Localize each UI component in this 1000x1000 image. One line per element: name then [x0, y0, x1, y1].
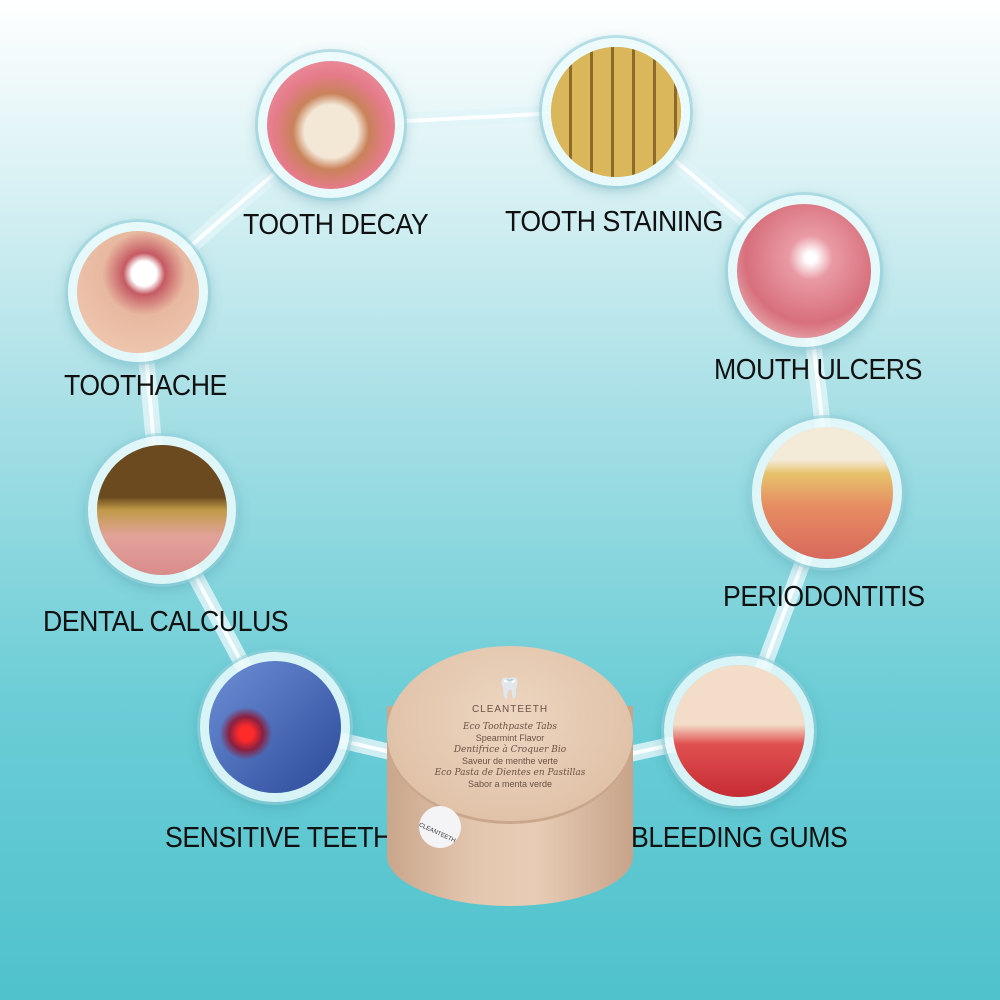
label-periodontitis: PERIODONTITIS [723, 581, 925, 613]
periodontitis-image [752, 418, 902, 568]
tooth-logo-icon: 🦷 [497, 678, 522, 700]
dental-calculus-image [88, 436, 236, 584]
label-line-5: Eco Pasta de Dientes en Pastillas [434, 768, 586, 778]
label-dental-calculus: DENTAL CALCULUS [43, 606, 289, 638]
label-line-1: Eco Toothpaste Tabs [462, 722, 558, 732]
label-toothache: TOOTHACHE [64, 370, 227, 402]
toothpaste-tabs-tin: 🦷 CLEANTEETH Eco Toothpaste Tabs Spearmi… [387, 646, 633, 908]
label-line-6: Sabor a menta verde [467, 779, 553, 789]
label-line-3: Dentifrice à Croquer Bio [453, 745, 567, 755]
sensitive-teeth-image [200, 652, 350, 802]
label-bleeding-gums: BLEEDING GUMS [631, 822, 848, 854]
mouth-ulcers-image [728, 195, 880, 347]
label-tooth-staining: TOOTH STAINING [505, 206, 723, 238]
bleeding-gums-image [664, 656, 814, 806]
tooth-staining-image [542, 38, 690, 186]
label-tooth-decay: TOOTH DECAY [243, 209, 429, 241]
toothache-image [68, 222, 208, 362]
label-line-4: Saveur de menthe verte [461, 756, 559, 766]
tooth-decay-image [258, 52, 404, 198]
tin-lid: 🦷 CLEANTEETH Eco Toothpaste Tabs Spearmi… [387, 646, 633, 821]
brand-name: CLEANTEETH [471, 704, 549, 715]
label-line-2: Spearmint Flavor [475, 733, 545, 743]
label-sensitive-teeth: SENSITIVE TEETH [165, 822, 392, 854]
label-mouth-ulcers: MOUTH ULCERS [714, 354, 922, 386]
